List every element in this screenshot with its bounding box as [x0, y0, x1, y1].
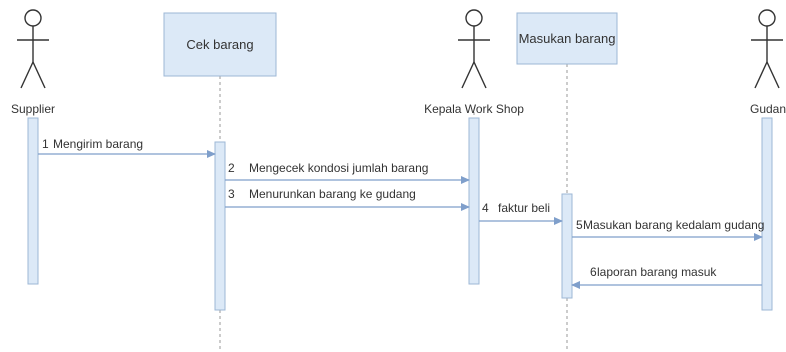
actor-label-supplier: Supplier [11, 102, 55, 116]
message-text-4: faktur beli [498, 201, 550, 215]
actor-gudang [751, 9, 783, 89]
object-box-masukan-barang [516, 12, 618, 65]
actor-label-gudang: Gudang [750, 102, 786, 116]
actor-kepala-work-shop [458, 9, 490, 89]
actor-kepala-head [465, 9, 483, 27]
activation-masukan-barang [561, 193, 573, 299]
activation-cek-barang [214, 141, 226, 311]
actor-label-kepala-work-shop: Kepala Work Shop [424, 102, 524, 116]
message-text-2: Mengecek kondosi jumlah barang [249, 161, 428, 175]
message-text-5: Masukan barang kedalam gudang [583, 218, 764, 232]
activation-kepala-work-shop [468, 117, 480, 285]
actor-supplier [17, 9, 49, 89]
object-label-cek-barang: Cek barang [186, 37, 253, 52]
message-number-2: 2 [228, 161, 235, 175]
message-number-3: 3 [228, 187, 235, 201]
message-text-1: Mengirim barang [53, 137, 143, 151]
message-number-5: 5 [576, 218, 583, 232]
actor-supplier-head [24, 9, 42, 27]
actor-gudang-head [758, 9, 776, 27]
object-box-cek-barang [163, 12, 277, 77]
activation-supplier [27, 117, 39, 285]
message-text-3: Menurunkan barang ke gudang [249, 187, 416, 201]
object-label-masukan-barang: Masukan barang [519, 31, 616, 46]
message-text-6: laporan barang masuk [597, 265, 717, 279]
message-number-6: 6 [590, 265, 597, 279]
message-number-4: 4 [482, 201, 489, 215]
message-number-1: 1 [42, 137, 49, 151]
activation-gudang [761, 117, 773, 311]
